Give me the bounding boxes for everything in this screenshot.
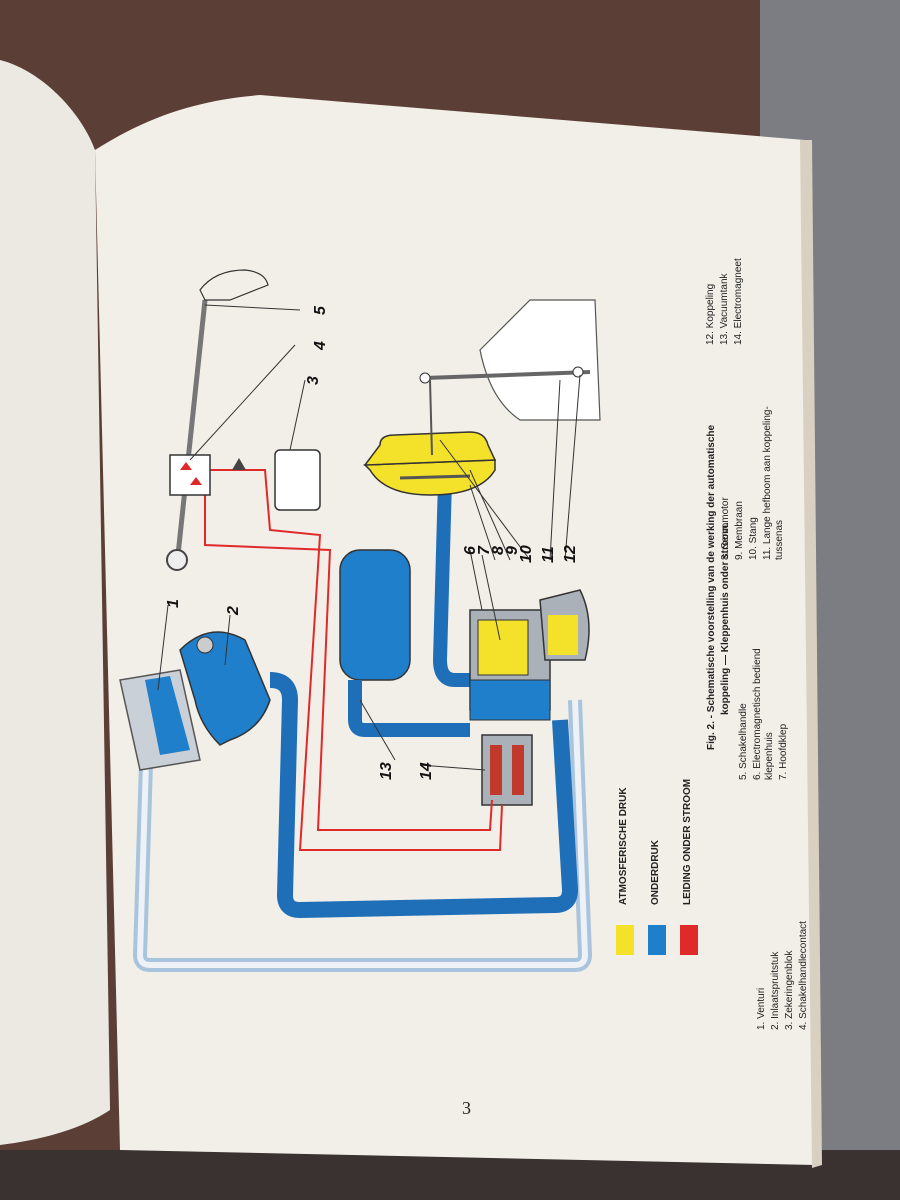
- part-8: 8. Servomotor: [720, 497, 731, 560]
- callout-3: 3: [305, 376, 322, 385]
- lever-contact: [169, 454, 211, 496]
- hand: [199, 269, 269, 301]
- legend-label-vacuum: ONDERDRUK: [650, 840, 661, 905]
- callout-12: 12: [562, 545, 579, 563]
- part-7: 7. Hoofdklep: [778, 723, 789, 780]
- main-page: [95, 95, 815, 1165]
- callout-1: 1: [165, 599, 182, 608]
- callout-5: 5: [312, 306, 329, 315]
- page-number: 3: [462, 1098, 471, 1118]
- part-6b: klepenhuis: [764, 732, 775, 780]
- part-12: 12. Koppeling: [705, 283, 716, 345]
- inlet-manifold: [179, 631, 271, 746]
- callout-13: 13: [378, 762, 395, 780]
- part-11: 11. Lange hefboom aan koppeling-: [762, 406, 773, 560]
- part-5: 5. Schakelhandle: [738, 703, 749, 780]
- part-1: 1. Venturi: [756, 987, 767, 1030]
- part-13: 13. Vacuumtank: [719, 273, 730, 345]
- wire-2: [210, 469, 503, 851]
- callout-4: 4: [312, 341, 329, 350]
- callout-14: 14: [418, 762, 435, 780]
- part-4: 4. Schakelhandlecontact: [798, 921, 809, 1030]
- part-10: 10. Stang: [748, 517, 759, 560]
- callout-11: 11: [540, 546, 557, 563]
- part-11b: tussenas: [774, 519, 785, 560]
- legend-swatch-atmos: [616, 925, 634, 955]
- callout-10: 10: [518, 545, 535, 563]
- fuse-block: [274, 449, 321, 511]
- part-9: 9. Membraan: [734, 501, 745, 560]
- legend-swatch-current: [680, 925, 698, 955]
- leader-lines: [157, 304, 581, 771]
- vacuum-pipe: [269, 672, 579, 919]
- figure-caption-line1: Fig. 2. - Schematische voorstelling van …: [706, 424, 717, 750]
- vacuum-tank: [339, 549, 411, 681]
- legend-label-current: LEIDING ONDER STROOM: [682, 778, 693, 905]
- shift-lever: [175, 299, 208, 556]
- part-3: 3. Zekeringenblok: [784, 950, 795, 1031]
- legend-swatch-vacuum: [648, 925, 666, 955]
- left-page: [0, 60, 110, 1145]
- callout-2: 2: [225, 606, 242, 615]
- part-2: 2. Inlaatspruitstuk: [770, 951, 781, 1030]
- legend-label-atmos: ATMOSFERISCHE DRUK: [618, 787, 629, 905]
- clutch-pedal: [479, 299, 601, 421]
- part-14: 14. Electromagneet: [733, 258, 744, 345]
- part-6: 6. Electromagnetisch bediend: [752, 648, 763, 780]
- electromagnet: [481, 734, 533, 806]
